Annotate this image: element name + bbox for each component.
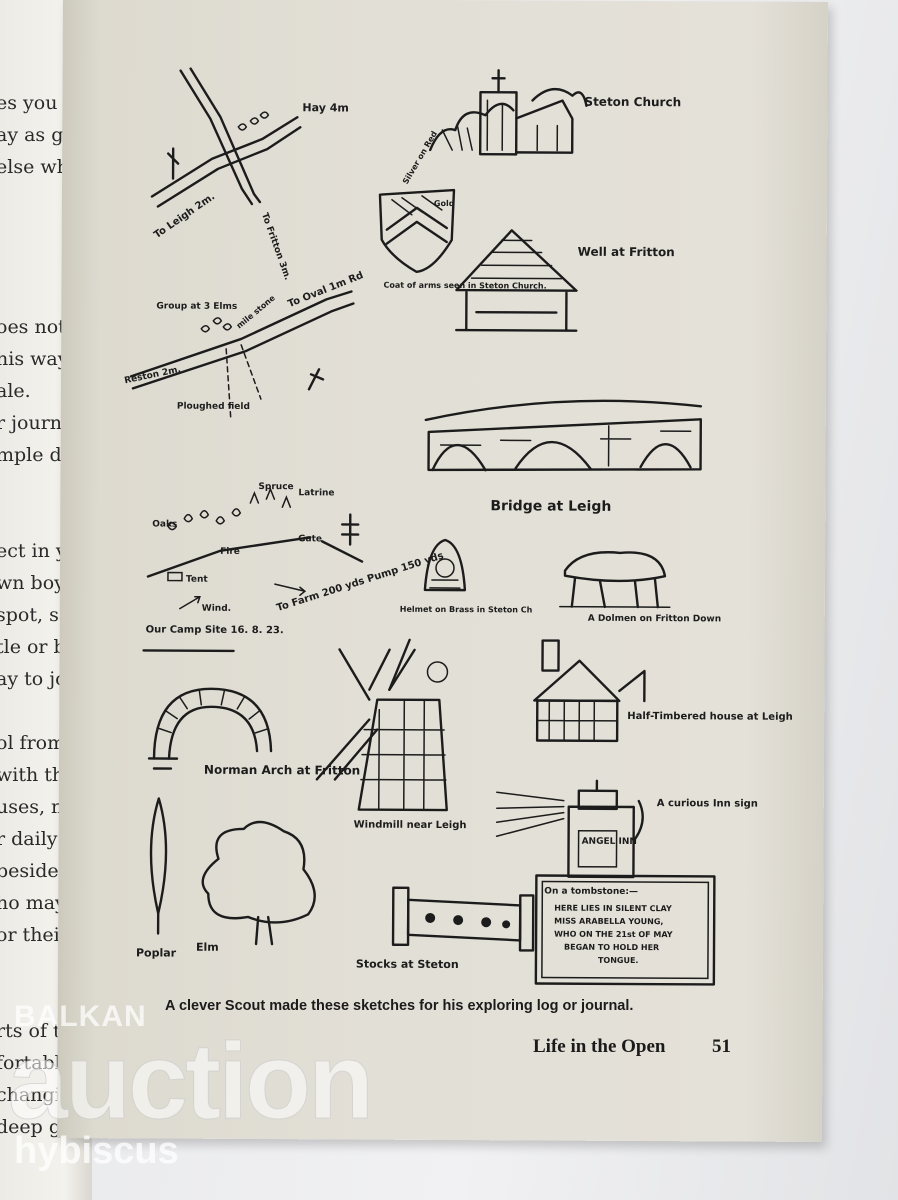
label-well: Well at Fritton [578, 245, 675, 260]
tombstone-sketch: On a tombstone:— HERE LIES IN SILENT CLA… [534, 874, 716, 986]
label-oaks: Oaks [152, 519, 177, 529]
road-map: Group at 3 Elms mile stone To Oval 1m Rd… [124, 270, 365, 420]
label-elm: Elm [196, 941, 219, 954]
left-page-line: fortable [0, 1051, 72, 1074]
page-number: 51 [712, 1036, 731, 1057]
sketches-illustration: To Leigh 2m. Hay 4m To Fritton 3m. Steto… [124, 67, 793, 986]
left-page-line: r journal [0, 411, 80, 434]
left-page-line: oes not [0, 315, 66, 338]
label-windmill: Windmill near Leigh [354, 820, 467, 832]
label-dolmen: A Dolmen on Fritton Down [588, 614, 721, 625]
label-stocks: Stocks at Steton [356, 958, 459, 972]
tombstone-title: On a tombstone:— [544, 887, 638, 897]
label-spruce: Spruce [258, 482, 293, 492]
label-hay: Hay 4m [302, 101, 348, 114]
figure-caption: A clever Scout made these sketches for h… [165, 998, 634, 1014]
watermark-seller: hybiscus [14, 1130, 179, 1172]
campsite-map: Spruce Latrine Oaks Fire Gate Tent Wind.… [142, 482, 445, 653]
church-sketch: Steton Church [428, 69, 681, 156]
bridge-sketch: Bridge at Leigh [424, 399, 703, 515]
left-page-line: ect in yo [0, 539, 79, 562]
tombstone-line-1: HERE LIES IN SILENT CLAY [554, 904, 672, 914]
running-head: Life in the Open [533, 1036, 666, 1057]
crossroads-map: To Leigh 2m. Hay 4m To Fritton 3m. [150, 67, 349, 282]
label-camp-site: Our Camp Site 16. 8. 23. [146, 624, 284, 636]
label-bridge: Bridge at Leigh [490, 498, 611, 515]
left-page-line: ale. [0, 379, 31, 402]
label-inn-note: A curious Inn sign [657, 798, 758, 810]
left-page-line: else wh [0, 155, 69, 178]
left-page-line: es you [0, 91, 58, 114]
label-group-at-elms: Group at 3 Elms [156, 301, 237, 311]
tombstone-line-3: WHO ON THE 21st OF MAY [554, 930, 673, 940]
label-gate: Gate [298, 534, 322, 544]
label-gold: Gold [434, 199, 455, 208]
dolmen-sketch: A Dolmen on Fritton Down [559, 551, 721, 625]
trees-sketch: Poplar Elm [136, 797, 316, 960]
inn-sign-sketch: ANGEL INN A curious Inn sign [495, 779, 758, 879]
label-poplar: Poplar [136, 946, 177, 959]
windmill-sketch: Windmill near Leigh [315, 638, 467, 832]
helmet-brass-sketch: Helmet on Brass in Steton Ch [400, 538, 533, 615]
label-tent: Tent [186, 575, 209, 585]
label-helmet: Helmet on Brass in Steton Ch [400, 605, 533, 615]
half-timbered-house-sketch: Half-Timbered house at Leigh [533, 639, 793, 743]
left-page-line: changin [0, 1083, 73, 1106]
label-wind: Wind. [202, 604, 231, 614]
well-sketch: Well at Fritton [455, 229, 675, 332]
label-to-fritton: To Fritton 3m. [259, 212, 292, 282]
label-half-timbered: Half-Timbered house at Leigh [627, 711, 793, 723]
tombstone-line-5: TONGUE. [598, 956, 639, 965]
label-coat-of-arms: Coat of arms seen in Steton Church. [383, 281, 546, 291]
label-inn-sign: ANGEL INN [582, 837, 637, 847]
stocks-sketch: Stocks at Steton [356, 886, 535, 972]
label-latrine: Latrine [298, 488, 334, 498]
label-fire: Fire [220, 547, 240, 557]
watermark-brand-small: BALKAN [14, 1000, 147, 1033]
left-page-line: rts of th [0, 1019, 73, 1042]
label-church: Steton Church [584, 95, 681, 110]
label-to-leigh: To Leigh 2m. [152, 191, 217, 241]
book-page: To Leigh 2m. Hay 4m To Fritton 3m. Steto… [57, 0, 828, 1142]
left-page-line: r daily g [0, 827, 76, 850]
tombstone-line-2: MISS ARABELLA YOUNG, [554, 917, 663, 927]
left-page-line: his way [0, 347, 69, 370]
label-silver-red: Silver on Red [401, 129, 439, 185]
tombstone-line-4: BEGAN TO HOLD HER [564, 943, 659, 952]
watermark-brand-big: auction [7, 1020, 374, 1142]
left-page-line: ay as g [0, 123, 64, 146]
label-ploughed-field: Ploughed field [177, 402, 250, 412]
